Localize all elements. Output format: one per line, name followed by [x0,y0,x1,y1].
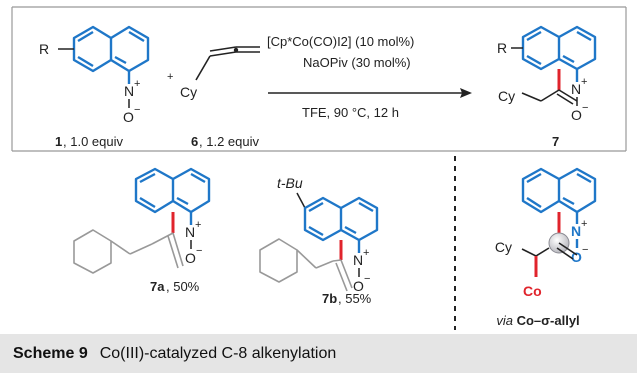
n-charge-1: + [134,78,140,90]
n-label-7b: N [353,252,363,268]
plus-sign: + [167,71,173,83]
compound-7-number: 7 [552,134,559,149]
product-7a [134,167,211,214]
n-label-int: N [571,223,581,239]
n-label-1: N [124,83,134,99]
intermediate-quinoline [521,167,597,214]
n-charge-7: + [581,76,587,88]
n-charge-7a: + [195,219,201,231]
product-cy-label: Cy [498,88,515,104]
cyclohexylmethyl-alkenyl-7a [73,229,184,274]
o-label-7a: O [185,250,196,266]
compound-7a-yield: , 50% [166,279,200,294]
allene-6 [195,46,260,81]
allyl-fragment [521,242,578,260]
o-charge-7a: − [196,245,202,257]
o-label-1: O [123,109,134,125]
o-charge-1: − [134,104,140,116]
product-r-label: R [497,40,507,56]
scheme-caption-label: Scheme 9 [13,345,88,362]
compound-1-number: 1 [55,134,62,149]
quinoline-n-oxide-1 [72,25,150,73]
n-label-7: N [571,81,581,97]
compound-7a-number: 7a [150,279,165,294]
compound-1-amount: , 1.0 equiv [63,134,123,149]
product-7 [521,25,597,71]
n-label-7a: N [185,224,195,240]
catalyst-text: [Cp*Co(CO)I2] (10 mol%) [267,34,414,49]
co-label: Co [523,283,542,299]
additive-text: NaOPiv (30 mol%) [303,55,411,70]
allene-cy-label: Cy [180,84,197,100]
tbu-bond [296,192,306,209]
allene-center-dot [233,47,239,53]
scheme-frame [11,6,627,152]
scheme-caption: Scheme 9 Co(III)-catalyzed C-8 alkenylati… [0,334,637,373]
o-label-int: O [571,249,582,265]
o-charge-7b: − [364,273,370,285]
alkenyl-group-7 [521,89,578,105]
solvent-temp-text: TFE, 90 °C, 12 h [302,105,399,120]
intermediate-caption: via Co–σ-allyl [496,313,579,328]
o-charge-7: − [582,102,588,114]
reaction-arrowhead [460,88,472,98]
co-sigma-allyl-label: Co–σ-allyl [517,313,580,328]
cyclohexylmethyl-alkenyl-7b [259,238,353,292]
intermediate-cy-label: Cy [495,239,512,255]
compound-6-amount: , 1.2 equiv [199,134,259,149]
tbu-label: t-Bu [277,175,303,191]
product-7b [303,196,379,242]
r-group-label: R [39,41,49,57]
compound-7b-yield: , 55% [338,291,372,306]
compound-7b-number: 7b [322,291,337,306]
scheme-caption-text: Co(III)-catalyzed C-8 alkenylation [99,345,337,362]
compound-6-number: 6 [191,134,198,149]
n-charge-int: + [581,218,587,230]
n-charge-7b: + [363,247,369,259]
via-prefix: via [496,313,513,328]
o-label-7b: O [353,278,364,294]
o-charge-int: − [582,244,588,256]
o-label-7: O [571,107,582,123]
reaction-scheme: R N + O − 1 , 1.0 equiv + Cy 6 , 1.2 equ… [11,6,627,330]
